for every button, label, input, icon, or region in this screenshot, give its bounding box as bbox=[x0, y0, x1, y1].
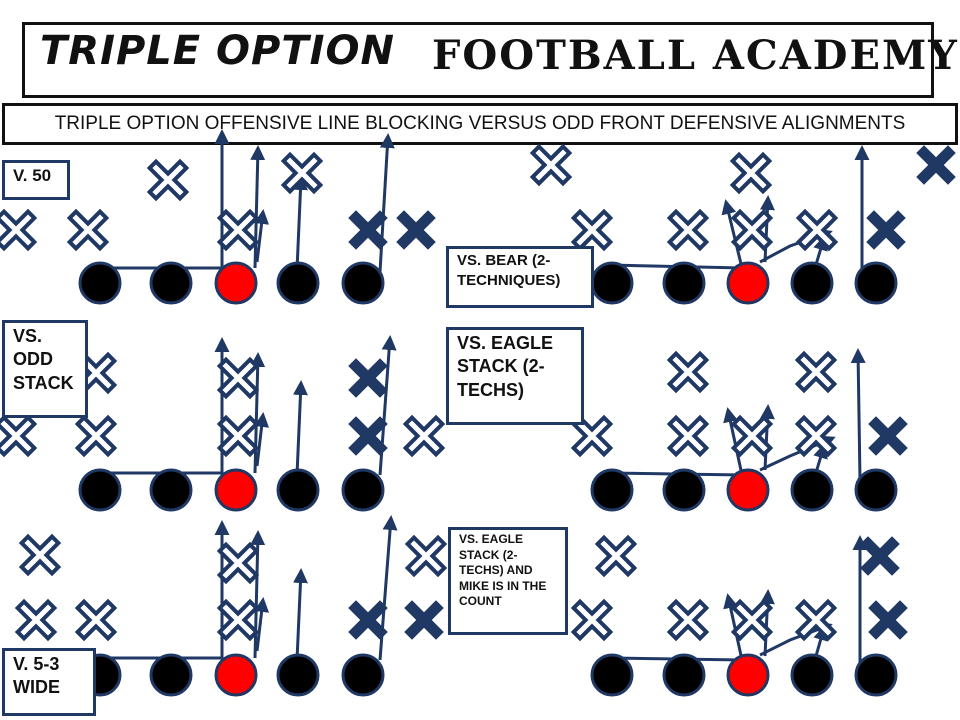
lineman-marker bbox=[590, 468, 634, 512]
block-route bbox=[254, 597, 270, 652]
defender-x-solid bbox=[348, 416, 388, 456]
lineman-marker bbox=[341, 261, 385, 305]
lineman-marker bbox=[78, 468, 122, 512]
center-marker bbox=[726, 468, 770, 512]
defender-x-solid bbox=[860, 536, 900, 576]
label-eagle-stack: VS. EAGLE STACK (2-TECHS) bbox=[446, 327, 584, 425]
lineman-marker bbox=[790, 261, 834, 305]
center-marker bbox=[726, 261, 770, 305]
lineman-marker bbox=[790, 653, 834, 697]
center-marker bbox=[214, 468, 258, 512]
diagram-subtitle: TRIPLE OPTION OFFENSIVE LINE BLOCKING VE… bbox=[2, 103, 958, 145]
lineman-marker bbox=[854, 468, 898, 512]
block-route bbox=[292, 175, 308, 271]
label-eagle-mike: VS. EAGLE STACK (2-TECHS) AND MIKE IS IN… bbox=[448, 527, 568, 635]
block-route bbox=[254, 412, 270, 467]
block-route bbox=[378, 133, 395, 273]
lineman-marker bbox=[149, 653, 193, 697]
lineman-marker bbox=[662, 261, 706, 305]
block-route bbox=[378, 515, 398, 661]
defender-x-solid bbox=[348, 600, 388, 640]
lineman-marker bbox=[276, 261, 320, 305]
defender-x-solid bbox=[916, 145, 956, 185]
lineman-marker bbox=[341, 653, 385, 697]
lineman-marker bbox=[854, 261, 898, 305]
block-route bbox=[850, 348, 866, 481]
defender-x-solid bbox=[868, 416, 908, 456]
lineman-marker bbox=[662, 653, 706, 697]
lineman-marker bbox=[341, 468, 385, 512]
block-route bbox=[100, 129, 230, 270]
defender-x-solid bbox=[348, 358, 388, 398]
label-odd-stack: VS. ODD STACK bbox=[2, 320, 88, 418]
block-route bbox=[292, 380, 308, 476]
defender-x-solid bbox=[868, 600, 908, 640]
center-marker bbox=[214, 261, 258, 305]
center-marker bbox=[726, 653, 770, 697]
lineman-marker bbox=[276, 653, 320, 697]
logo-football-academy: FOOTBALL ACADEMY bbox=[432, 32, 959, 79]
lineman-marker bbox=[790, 468, 834, 512]
block-route bbox=[250, 145, 266, 269]
defender-x-solid bbox=[404, 600, 444, 640]
label-bear: VS. BEAR (2-TECHNIQUES) bbox=[446, 246, 594, 308]
lineman-marker bbox=[276, 468, 320, 512]
block-route bbox=[759, 404, 775, 471]
label-v50: V. 50 bbox=[2, 160, 70, 200]
lineman-marker bbox=[149, 261, 193, 305]
defender-x-solid bbox=[348, 210, 388, 250]
lineman-marker bbox=[78, 261, 122, 305]
label-v53-wide: V. 5-3 WIDE bbox=[2, 648, 96, 716]
lineman-marker bbox=[854, 653, 898, 697]
block-route bbox=[759, 195, 775, 263]
defender-x-solid bbox=[866, 210, 906, 250]
block-route bbox=[378, 335, 397, 476]
lineman-marker bbox=[662, 468, 706, 512]
lineman-marker bbox=[149, 468, 193, 512]
lineman-marker bbox=[590, 261, 634, 305]
block-route bbox=[100, 520, 230, 660]
block-route bbox=[100, 337, 230, 475]
lineman-marker bbox=[590, 653, 634, 697]
block-route bbox=[254, 209, 270, 263]
block-route bbox=[250, 530, 266, 659]
defender-x-solid bbox=[396, 210, 436, 250]
center-marker bbox=[214, 653, 258, 697]
logo-triple-option: TRIPLE OPTION bbox=[40, 28, 395, 74]
block-route bbox=[292, 568, 308, 661]
header-banner bbox=[22, 22, 934, 98]
